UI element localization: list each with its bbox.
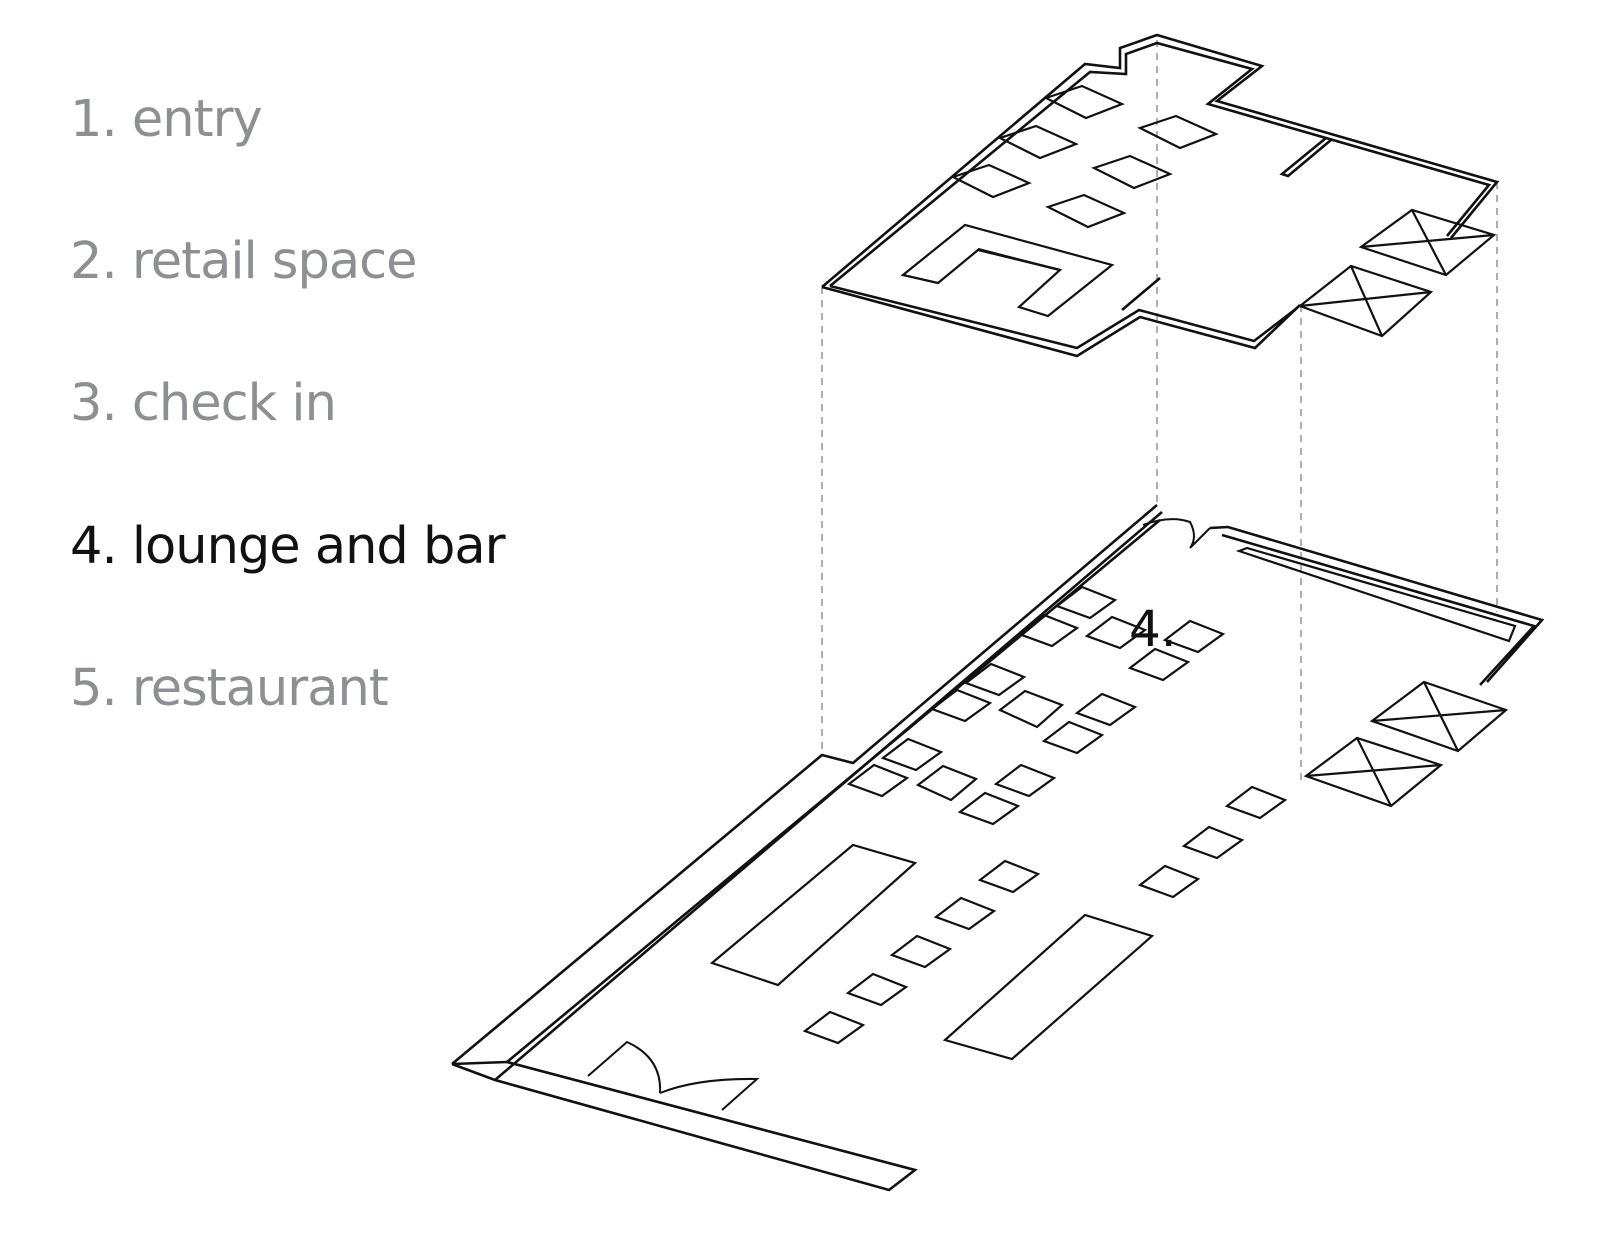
lower-floor-plan: 4. <box>451 504 1545 1192</box>
lounge-tables <box>846 585 1226 826</box>
table <box>915 764 979 802</box>
upper-partition <box>1279 136 1332 178</box>
legend-item-check-in[interactable]: 3. check in <box>70 374 337 433</box>
table <box>957 791 1021 826</box>
door-swing <box>587 1040 662 1094</box>
elevator-shaft <box>1358 208 1497 277</box>
table <box>880 737 944 772</box>
table <box>1137 114 1219 150</box>
lower-floor-west-inner-2 <box>506 518 1161 1064</box>
upper-floor-outer-wall <box>821 33 1500 358</box>
door-swing <box>659 1077 760 1111</box>
table <box>802 1010 866 1045</box>
table <box>1137 864 1201 899</box>
upper-floor-inner-wall <box>829 41 1492 350</box>
table <box>889 934 953 969</box>
legend-item-lounge-and-bar[interactable]: 4. lounge and bar <box>70 517 506 576</box>
banquette-table <box>942 913 1155 1061</box>
table <box>1224 785 1288 820</box>
legend-item-restaurant[interactable]: 5. restaurant <box>70 659 389 718</box>
table <box>997 124 1079 160</box>
legend-item-retail-space[interactable]: 2. retail space <box>70 232 418 291</box>
table <box>950 163 1032 199</box>
table <box>993 763 1057 798</box>
table <box>1074 692 1138 727</box>
legend-item-entry[interactable]: 1. entry <box>70 90 263 149</box>
bar-counter <box>1235 546 1517 643</box>
table <box>846 763 910 798</box>
upper-elevator-cores <box>1297 208 1497 338</box>
table <box>1016 613 1080 648</box>
table <box>963 662 1027 697</box>
lower-floor-west-wall <box>451 504 1158 1065</box>
banquette-table <box>709 843 918 987</box>
table <box>1043 84 1125 120</box>
u-shaped-counter <box>900 223 1115 318</box>
upper-tables <box>950 84 1219 229</box>
table <box>845 972 909 1007</box>
table <box>1162 619 1226 654</box>
table <box>929 688 993 723</box>
table <box>1054 585 1118 620</box>
table <box>1041 720 1105 755</box>
entrance-doors <box>587 1040 760 1111</box>
restaurant-tables <box>802 785 1288 1045</box>
table <box>1127 647 1191 682</box>
table <box>1045 193 1127 229</box>
upper-floor-plan <box>821 33 1500 358</box>
lower-elevator-cores <box>1303 680 1509 808</box>
table <box>977 859 1041 894</box>
table <box>1181 825 1245 860</box>
table <box>933 896 997 931</box>
table <box>1084 615 1148 650</box>
projection-guides <box>821 40 1498 785</box>
floor-marker-label: 4. <box>1129 600 1177 658</box>
table <box>1091 154 1173 190</box>
lower-floor-north-wall <box>1209 525 1545 686</box>
upper-partition-stub <box>1121 277 1161 311</box>
table <box>997 689 1065 729</box>
lower-floor-south-wall <box>451 1060 918 1192</box>
counter-edge <box>977 247 1061 272</box>
rear-door-swing <box>1142 518 1211 549</box>
